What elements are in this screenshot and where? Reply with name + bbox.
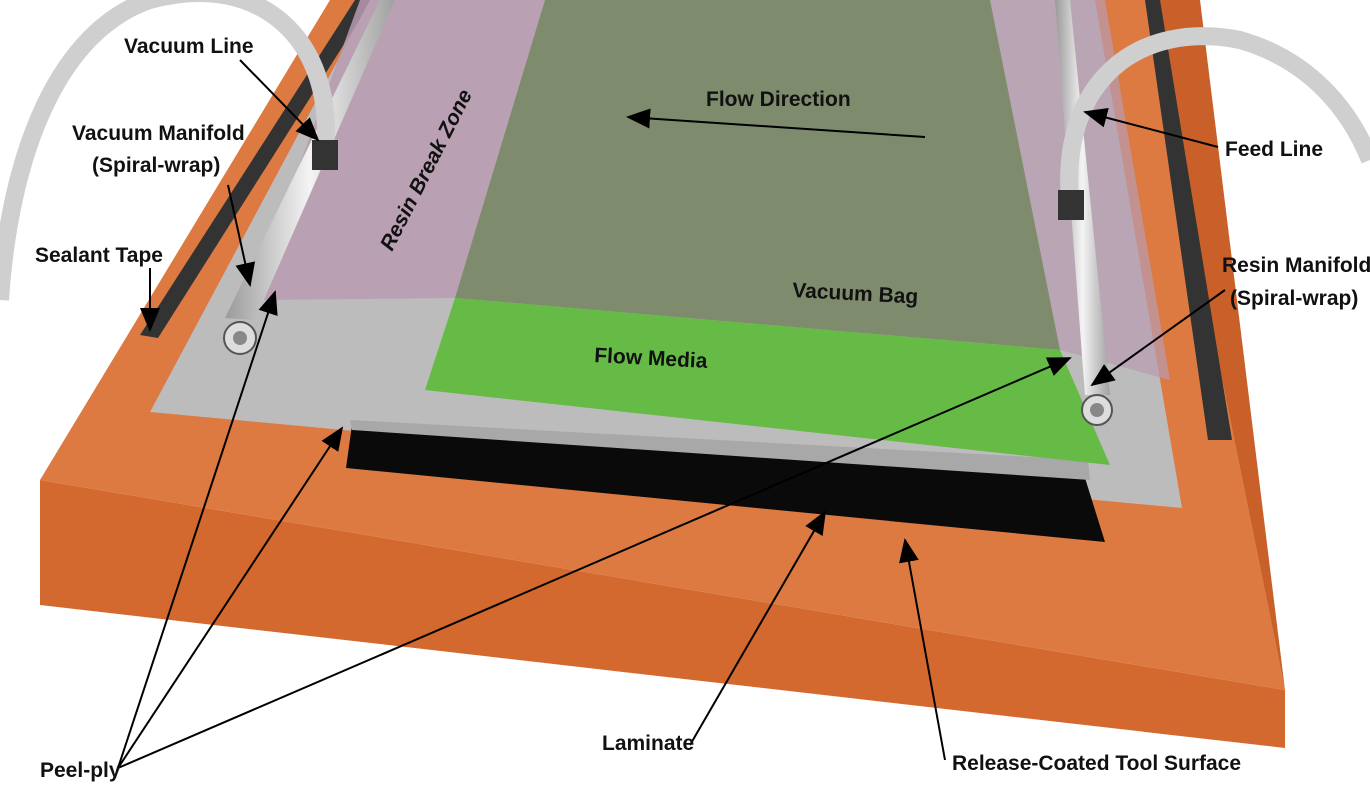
label-vacuum-manifold: Vacuum Manifold [72, 122, 245, 145]
label-peel-ply: Peel-ply [40, 759, 121, 782]
label-resin-manifold: Resin Manifold [1222, 254, 1370, 277]
peel-ply-front [350, 420, 1090, 480]
label-tool-surface: Release-Coated Tool Surface [952, 752, 1241, 775]
resin-manifold-hole [1090, 403, 1104, 417]
vacuum-bag-left-zone [250, 0, 545, 300]
label-laminate: Laminate [602, 732, 694, 755]
label-flow-direction: Flow Direction [706, 88, 851, 111]
vacuum-line-hose [0, 0, 335, 301]
leader-laminate [689, 510, 827, 746]
sealant-tape-right [1145, 0, 1232, 440]
leader-peel-ply-1 [117, 290, 278, 769]
feed-line-connector [1058, 190, 1084, 220]
leader-tool-surface [899, 538, 946, 761]
leader-flow-direction [626, 108, 926, 138]
vacuum-manifold-hole [233, 331, 247, 345]
label-feed-line: Feed Line [1225, 138, 1323, 161]
leader-vacuum-manifold [227, 184, 256, 287]
vacuum-manifold [225, 0, 395, 320]
leader-resin-manifold [1090, 289, 1226, 387]
vacuum-line-connector [312, 140, 338, 170]
laminate [346, 425, 1105, 542]
leader-feed-line [1083, 107, 1219, 148]
tool-front-face [40, 480, 1285, 748]
leader-peel-ply-3 [117, 357, 1072, 769]
label-resin-manifold-sub: (Spiral-wrap) [1230, 287, 1358, 310]
leader-peel-ply-2 [117, 426, 344, 769]
leader-vacuum-line [239, 59, 320, 142]
flow-media [425, 298, 1110, 465]
label-vacuum-manifold-sub: (Spiral-wrap) [92, 154, 220, 177]
label-sealant-tape: Sealant Tape [35, 244, 163, 267]
feed-line-hose [1060, 27, 1370, 201]
label-vacuum-line: Vacuum Line [124, 35, 254, 58]
vacuum-bag-main [455, 0, 1060, 350]
